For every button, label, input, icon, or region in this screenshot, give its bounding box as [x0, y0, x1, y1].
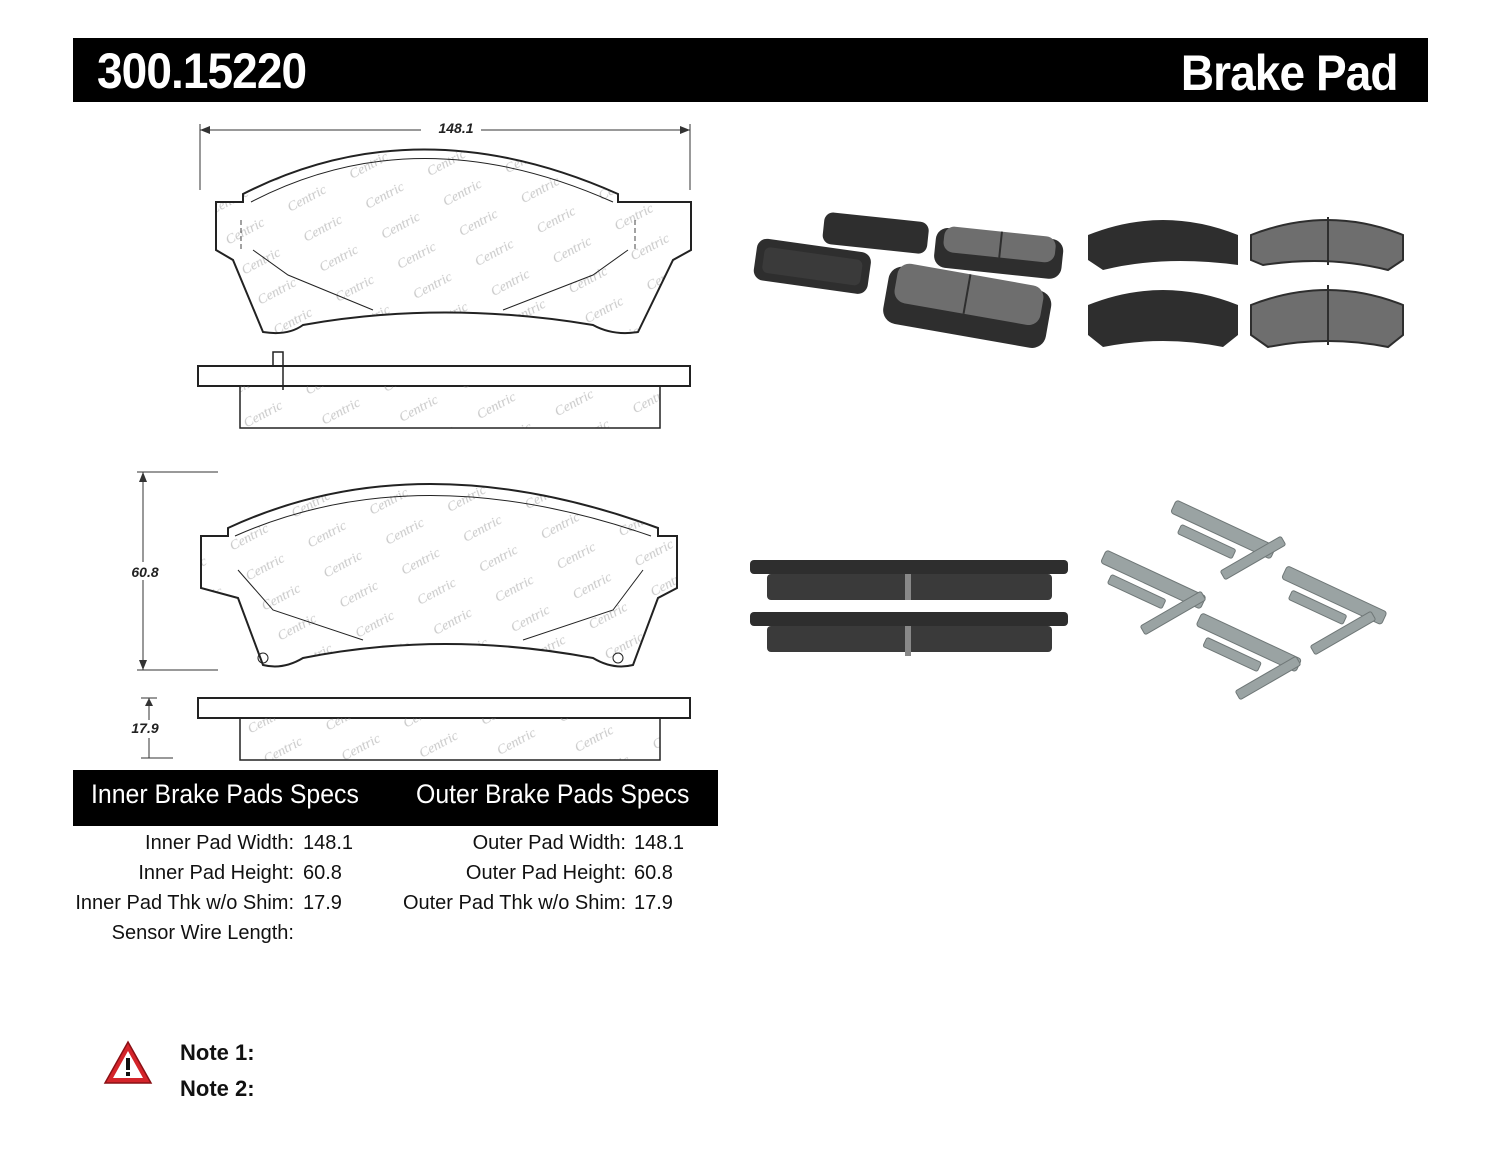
notes-block: Note 1: Note 2: [180, 1040, 255, 1112]
note-2: Note 2: [180, 1076, 255, 1101]
photo-pads-angled [745, 195, 1075, 365]
warning-icon [103, 1040, 153, 1084]
spec-label: Outer Pad Width: [472, 832, 626, 854]
photo-hardware-clips [1083, 498, 1413, 708]
dim-thickness-label: 17.9 [131, 720, 158, 736]
inner-pad-outline [215, 148, 692, 335]
outer-specs-title: Outer Brake Pads Specs [416, 779, 690, 809]
spec-label: Sensor Wire Length: [111, 922, 294, 944]
part-number: 300.15220 [97, 43, 307, 99]
spec-label: Outer Pad Thk w/o Shim: [402, 892, 626, 914]
photo-pads-front [1083, 205, 1413, 355]
outer-pad-outline [200, 483, 678, 668]
spec-label: Outer Pad Height: [465, 862, 626, 884]
product-type: Brake Pad [1181, 45, 1399, 101]
inner-specs-title: Inner Brake Pads Specs [91, 779, 359, 809]
spec-value: 60.8 [303, 862, 342, 884]
spec-value: 148.1 [303, 832, 354, 854]
header-bar: 300.15220 Brake Pad [73, 38, 1428, 102]
spec-value: 17.9 [634, 892, 673, 914]
note-1: Note 1: [180, 1040, 255, 1065]
spec-label: Inner Pad Height: [138, 862, 294, 884]
dim-height-label: 60.8 [131, 564, 158, 580]
specs-header-bar: Inner Brake Pads Specs Outer Brake Pads … [73, 770, 718, 826]
technical-drawing: Centric 148.1 60.8 [123, 118, 692, 761]
dim-width-label: 148.1 [438, 120, 473, 136]
spec-label: Inner Pad Thk w/o Shim: [75, 892, 294, 914]
spec-value: 17.9 [303, 892, 342, 914]
photo-pads-side [745, 548, 1075, 663]
outer-pad-side-view [197, 697, 691, 761]
spec-value: 60.8 [634, 862, 673, 884]
inner-pad-side-view [197, 351, 691, 429]
spec-value: 148.1 [634, 832, 685, 854]
spec-label: Inner Pad Width: [145, 832, 294, 854]
